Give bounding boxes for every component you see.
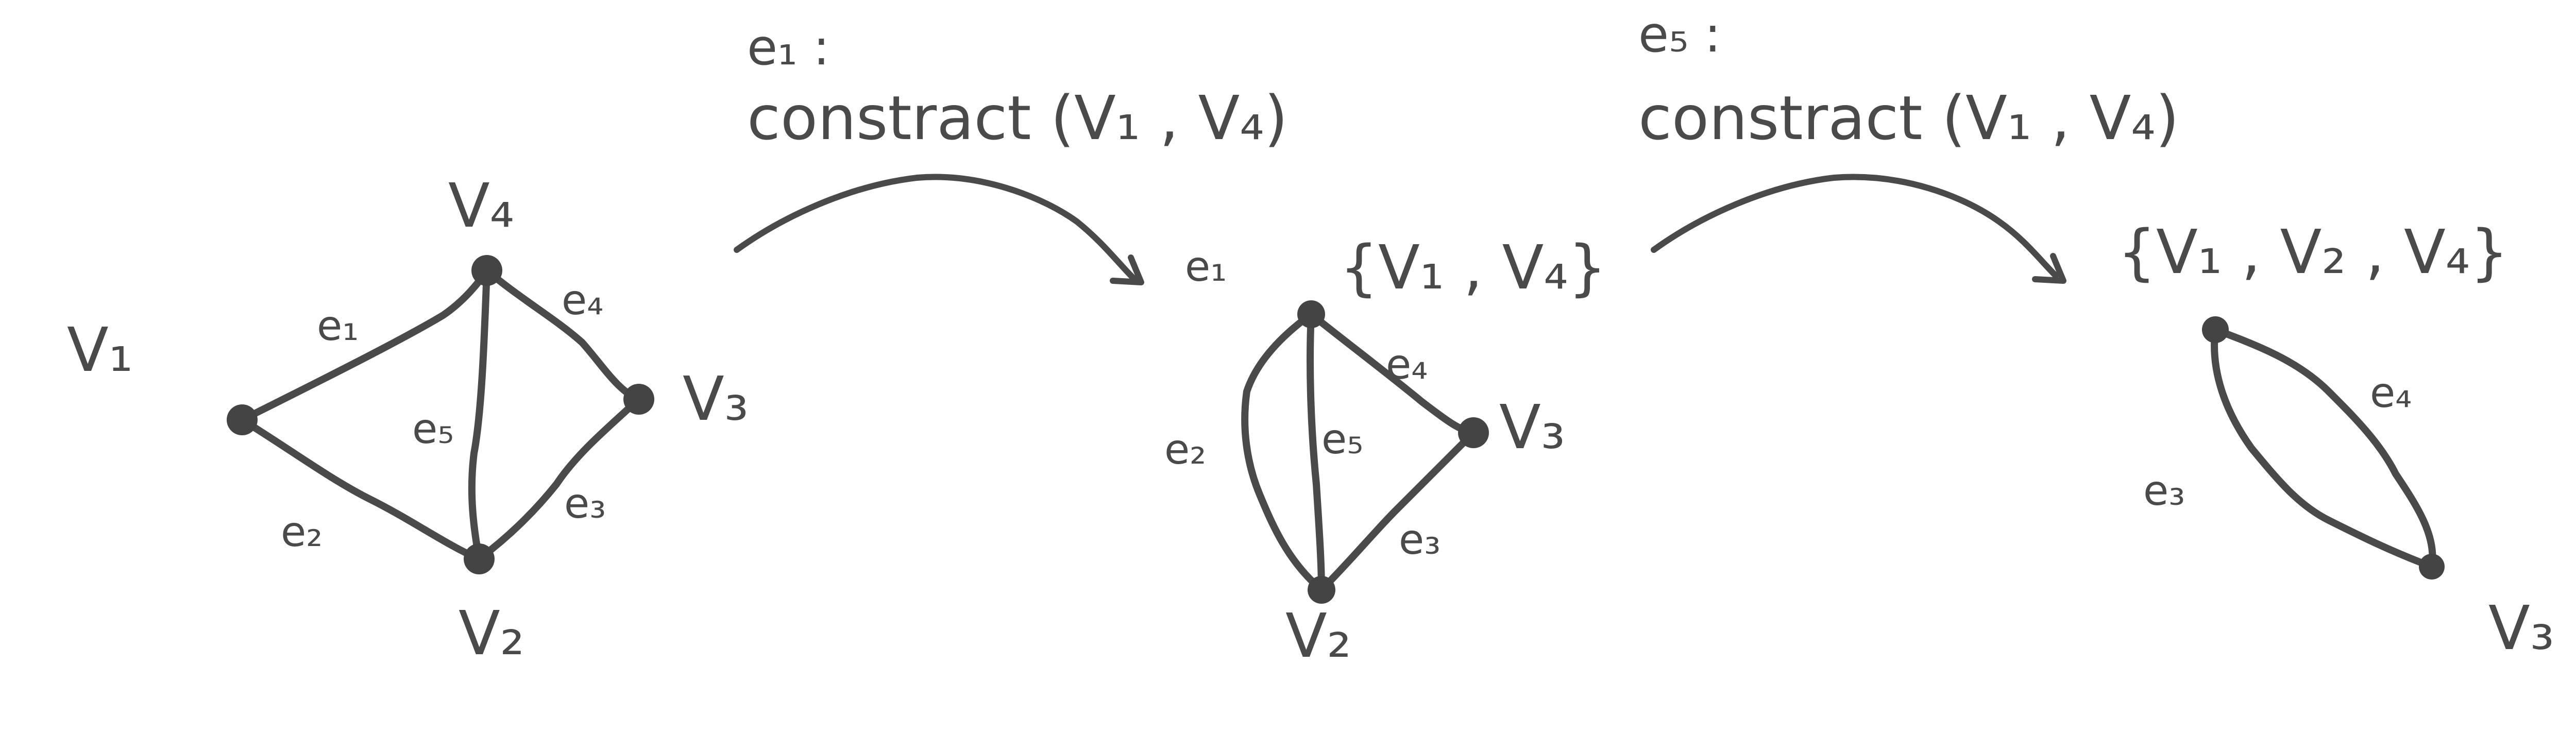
g2-edge-e4 bbox=[1308, 311, 1477, 436]
g1-vertex-v3-dot bbox=[623, 384, 654, 415]
g1-label-v4: V₄ bbox=[448, 170, 514, 241]
g3-label-e4: e₄ bbox=[2370, 369, 2412, 417]
g2-label-e5: e₅ bbox=[1321, 415, 1363, 463]
step-2: e₅ : constract (V₁ , V₄) bbox=[1638, 6, 2179, 284]
g2-edge-e3 bbox=[1318, 429, 1477, 593]
g2-label-e4: e₄ bbox=[1386, 341, 1428, 388]
step2-edge-label: e₅ : bbox=[1638, 6, 1721, 63]
graph-2: e₁ {V₁ , V₄} V₃ V₂ e₂ e₅ e₄ e₃ bbox=[1164, 232, 1607, 671]
g3-edge-e4 bbox=[2212, 326, 2436, 570]
g1-edge-e1 bbox=[239, 267, 490, 423]
g2-vertex-v2-dot bbox=[1308, 576, 1335, 604]
step2-arrowhead bbox=[2032, 253, 2066, 284]
g1-label-v2: V₂ bbox=[459, 598, 524, 669]
g1-edge-e3 bbox=[476, 396, 642, 563]
graph-3: {V₁ , V₂ , V₄} V₃ e₃ e₄ bbox=[2117, 216, 2554, 663]
g2-merged-edge-marker: e₁ bbox=[1185, 243, 1227, 291]
step2-operation: constract (V₁ , V₄) bbox=[1638, 82, 2179, 154]
g1-label-v1: V₁ bbox=[67, 314, 133, 385]
step1-arrow bbox=[734, 174, 1137, 281]
g1-vertex-v1-dot bbox=[227, 404, 258, 435]
g1-label-e3: e₃ bbox=[564, 480, 606, 527]
g1-edge-e2 bbox=[239, 416, 483, 563]
g1-vertex-v2-dot bbox=[464, 543, 495, 574]
step1-arrowhead bbox=[1110, 254, 1144, 285]
step-1: e₁ : constract (V₁ , V₄) bbox=[734, 19, 1288, 285]
g1-label-e5: e₅ bbox=[412, 405, 454, 453]
g2-vertex-merged-dot bbox=[1297, 300, 1325, 328]
g2-edge-e2 bbox=[1241, 311, 1325, 593]
g2-label-v2: V₂ bbox=[1285, 600, 1351, 671]
g1-vertex-v4-dot bbox=[471, 255, 502, 286]
g3-label-e3: e₃ bbox=[2143, 467, 2185, 515]
step1-operation: constract (V₁ , V₄) bbox=[747, 82, 1288, 154]
g2-edge-e5 bbox=[1307, 311, 1325, 593]
g1-edge-e4 bbox=[483, 267, 642, 403]
g1-label-e2: e₂ bbox=[281, 508, 323, 556]
g1-label-e1: e₁ bbox=[317, 302, 359, 350]
g1-label-v3: V₃ bbox=[683, 363, 749, 434]
g1-edge-e5 bbox=[468, 267, 490, 563]
g2-vertex-v3-dot bbox=[1458, 417, 1489, 448]
step2-arrow bbox=[1651, 174, 2059, 279]
g1-label-e4: e₄ bbox=[562, 276, 603, 324]
step1-edge-label: e₁ : bbox=[747, 19, 829, 76]
g2-label-e2: e₂ bbox=[1164, 425, 1206, 473]
g2-merged-vertex-label: {V₁ , V₄} bbox=[1340, 232, 1607, 303]
g2-label-e3: e₃ bbox=[1399, 516, 1440, 564]
g2-label-v3: V₃ bbox=[1499, 391, 1565, 463]
g3-label-v3: V₃ bbox=[2488, 592, 2554, 663]
g3-merged-vertex-label: {V₁ , V₂ , V₄} bbox=[2117, 216, 2509, 287]
graph-1: V₁ V₄ V₃ V₂ e₁ e₂ e₅ e₄ e₃ bbox=[67, 170, 749, 669]
g3-vertex-merged-dot bbox=[2202, 316, 2229, 343]
g3-vertex-v3-dot bbox=[2419, 554, 2445, 580]
g3-edge-e3 bbox=[2211, 326, 2435, 570]
